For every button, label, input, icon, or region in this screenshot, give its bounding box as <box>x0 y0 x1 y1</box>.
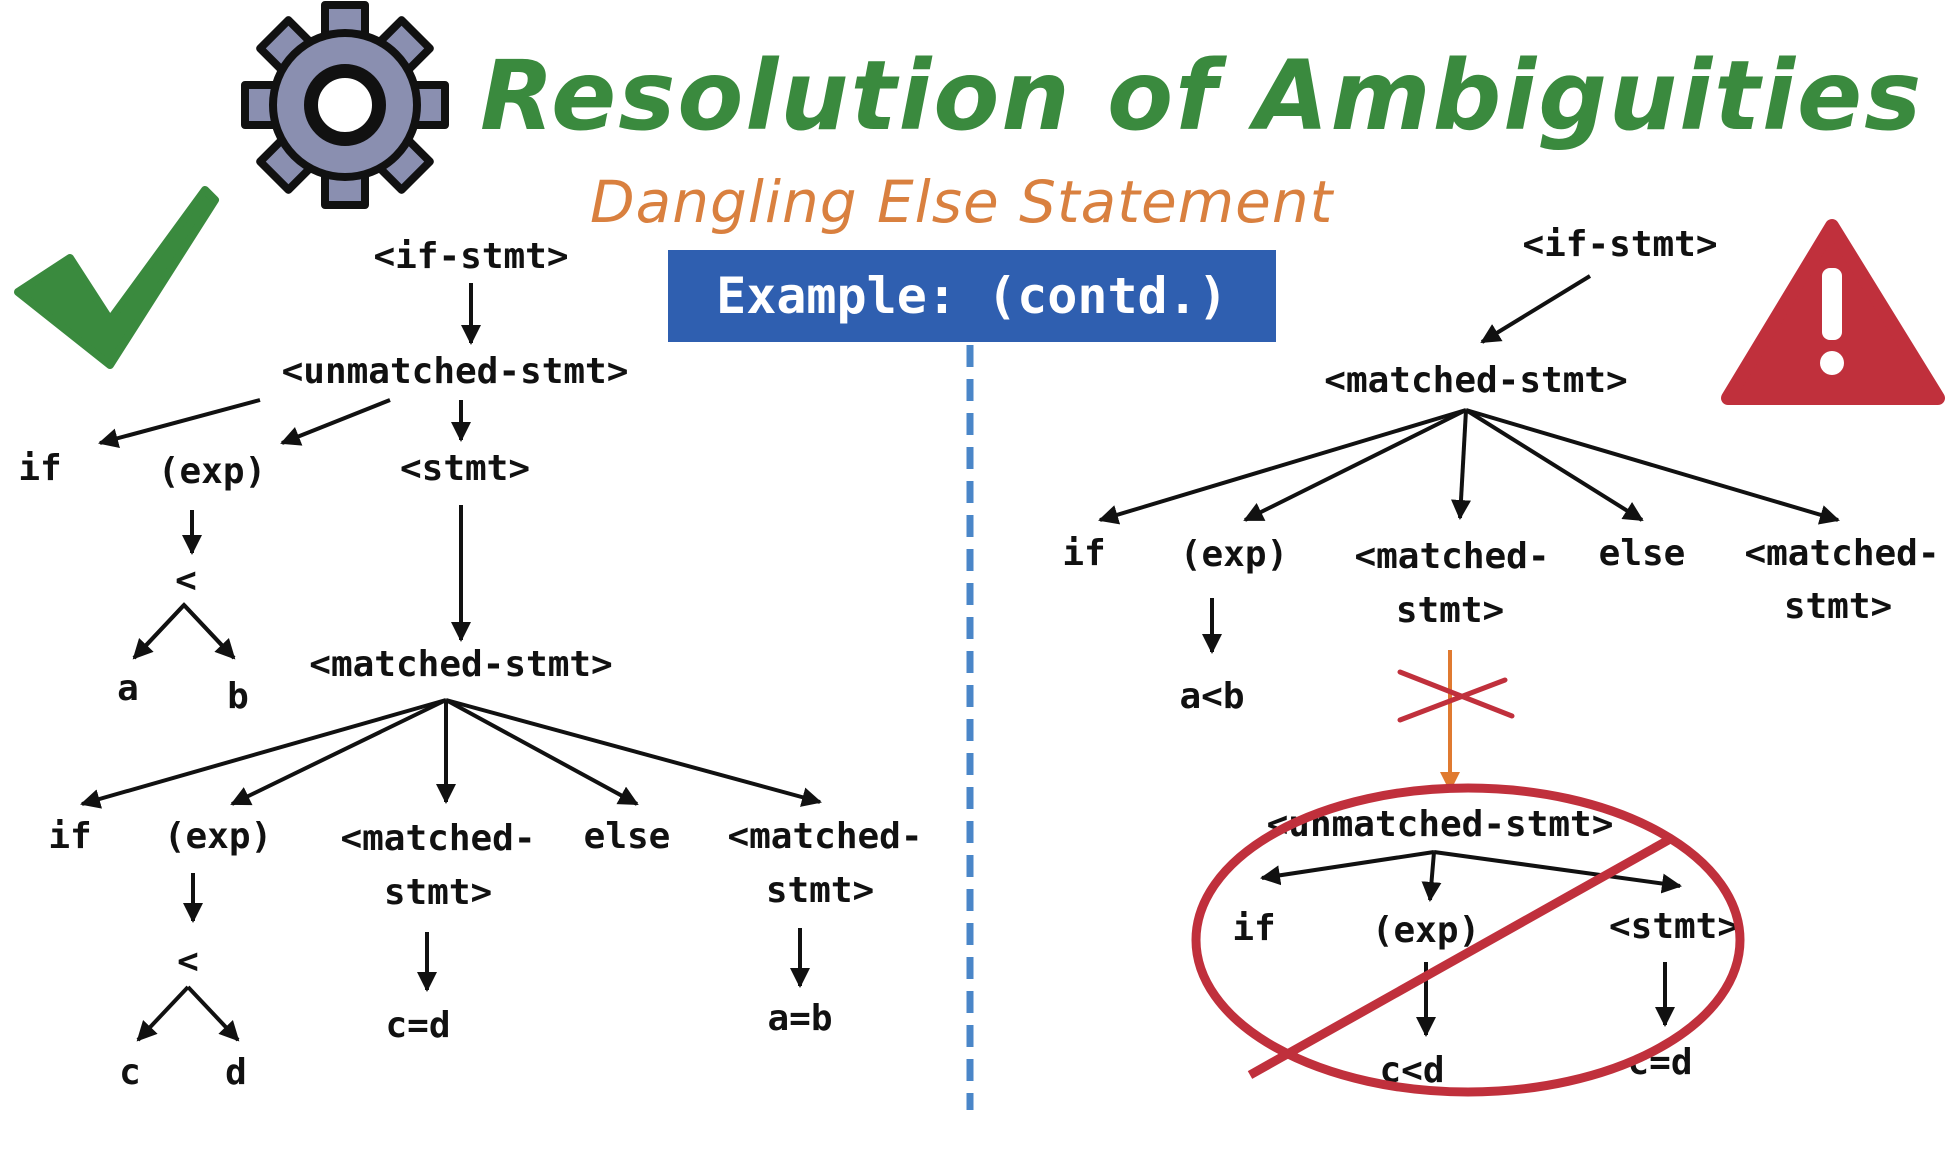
right-if-node: if <box>1062 533 1105 574</box>
left-inner-exp-node: (exp) <box>164 816 272 857</box>
invalid-if-node: if <box>1232 908 1275 949</box>
right-matched-node: <matched-stmt> <box>1324 360 1627 401</box>
right-else-branch-line1: <matched- <box>1744 533 1939 574</box>
invalid-stmt-node: <stmt> <box>1609 906 1739 947</box>
right-else-branch-line2: stmt> <box>1784 586 1892 627</box>
invalid-exp-node: (exp) <box>1372 910 1480 951</box>
right-cond-result: a<b <box>1179 676 1244 717</box>
left-inner-then-node-line1: <matched- <box>340 818 535 859</box>
left-cond2-operator: < <box>177 941 199 982</box>
left-inner-else-node: else <box>584 816 671 857</box>
left-stmt-node: <stmt> <box>400 448 530 489</box>
left-exp-node: (exp) <box>158 451 266 492</box>
left-inner-else-branch-line2: stmt> <box>766 870 874 911</box>
left-inner-else-branch-line1: <matched- <box>727 816 922 857</box>
right-tree-edges <box>1098 274 1840 1037</box>
left-unmatched-node: <unmatched-stmt> <box>282 351 629 392</box>
prohibited-icon <box>1191 783 1745 1097</box>
left-inner-if-node: if <box>48 816 91 857</box>
left-cond1-leaf-a: a <box>117 668 139 709</box>
right-else-node: else <box>1599 533 1686 574</box>
left-then-result: c=d <box>385 1005 450 1046</box>
left-else-result: a=b <box>767 998 832 1039</box>
checkmark-icon <box>14 186 219 369</box>
gear-icon <box>241 1 449 209</box>
right-then-node-line2: stmt> <box>1396 590 1504 631</box>
left-inner-then-node-line2: stmt> <box>384 872 492 913</box>
right-root-node: <if-stmt> <box>1522 224 1717 265</box>
slide-subtitle: Dangling Else Statement <box>590 168 1334 236</box>
left-if-node: if <box>18 448 61 489</box>
example-banner: Example: (contd.) <box>668 250 1276 342</box>
cross-mark-icon <box>1397 669 1515 723</box>
left-matched-node: <matched-stmt> <box>309 644 612 685</box>
warning-icon <box>1721 219 1945 405</box>
left-cond1-operator: < <box>175 560 197 601</box>
right-then-node-line1: <matched- <box>1354 536 1549 577</box>
right-exp-node: (exp) <box>1180 534 1288 575</box>
left-cond2-leaf-d: d <box>225 1052 247 1093</box>
slide-title: Resolution of Ambiguities <box>480 40 1924 152</box>
left-root-node: <if-stmt> <box>373 236 568 277</box>
left-cond1-leaf-b: b <box>227 676 249 717</box>
left-tree-edges <box>80 283 822 1042</box>
left-cond2-leaf-c: c <box>119 1052 141 1093</box>
